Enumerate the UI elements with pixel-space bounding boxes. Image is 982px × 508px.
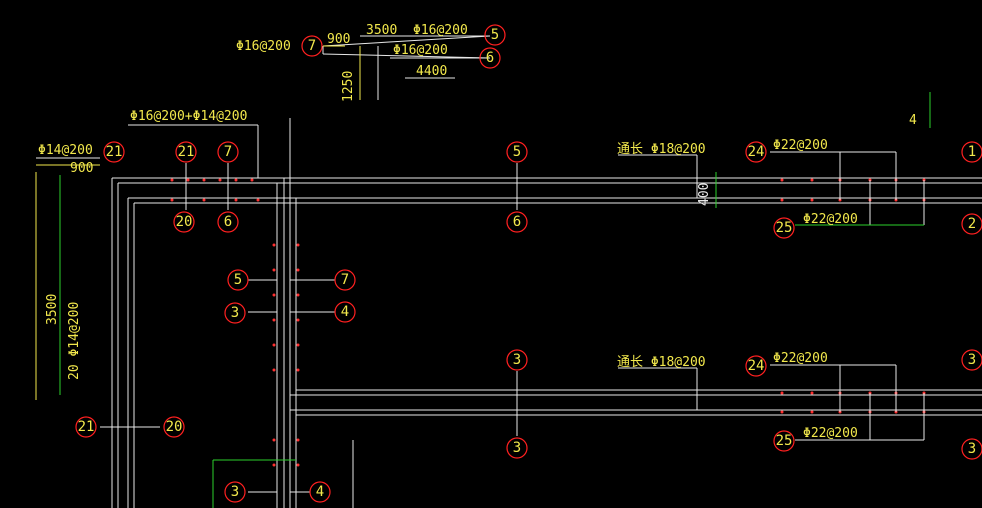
r25a-label: Φ22@200 <box>803 212 858 227</box>
bubble-6-top: 6 <box>479 47 501 69</box>
svg-text:21: 21 <box>106 144 123 160</box>
left-3500-label: 3500 <box>45 294 60 325</box>
bubble-5-mid: 5 <box>506 141 528 163</box>
bubble-5-top: 5 <box>484 24 506 46</box>
top-detail <box>322 35 491 100</box>
top-900-label: 900 <box>327 32 350 47</box>
svg-text:21: 21 <box>78 419 95 435</box>
bubble-21-c: 21 <box>75 416 97 438</box>
left-phi14-label: Φ14@200 <box>38 143 93 158</box>
svg-text:3: 3 <box>231 305 239 321</box>
bubble-7-l: 7 <box>334 269 356 291</box>
bubble-1-r: 1 <box>961 141 982 163</box>
top-phi5-label: Φ16@200 <box>413 23 468 38</box>
svg-text:20: 20 <box>176 214 193 230</box>
left-combo-label: Φ16@200+Φ14@200 <box>130 109 247 124</box>
bubble-21-b: 21 <box>175 141 197 163</box>
left-20phi-label: 20 Φ14@200 <box>67 302 82 380</box>
svg-text:24: 24 <box>748 144 765 160</box>
r24b-label: Φ22@200 <box>773 351 828 366</box>
svg-text:6: 6 <box>224 214 232 230</box>
svg-text:25: 25 <box>776 220 793 236</box>
svg-text:6: 6 <box>486 50 494 66</box>
wall-frame <box>111 118 982 508</box>
bubble-3-m2: 3 <box>506 437 528 459</box>
svg-text:7: 7 <box>341 272 349 288</box>
svg-text:1: 1 <box>968 144 976 160</box>
svg-text:20: 20 <box>166 419 183 435</box>
svg-text:4: 4 <box>316 484 324 500</box>
svg-text:3: 3 <box>513 352 521 368</box>
right-leaders <box>185 92 931 508</box>
bubble-4-bl: 4 <box>309 481 331 503</box>
svg-text:3: 3 <box>968 441 976 457</box>
svg-text:21: 21 <box>178 144 195 160</box>
bubble-7-a: 7 <box>217 141 239 163</box>
bubble-21-a: 21 <box>103 141 125 163</box>
left-detail <box>35 157 160 428</box>
bubble-6-a: 6 <box>217 211 239 233</box>
bubble-24-a: 24 <box>745 141 767 163</box>
top-4400-label: 4400 <box>416 64 447 79</box>
svg-text:6: 6 <box>513 214 521 230</box>
bubble-3-l: 3 <box>224 302 246 324</box>
bubble-3-r2: 3 <box>961 438 982 460</box>
bubble-20-a: 20 <box>173 211 195 233</box>
bubble-2-r: 2 <box>961 213 982 235</box>
left-900-label: 900 <box>70 161 93 176</box>
bubble-25-a: 25 <box>773 217 795 239</box>
tong-label-2: 通长 Φ18@200 <box>617 355 706 370</box>
r25b-label: Φ22@200 <box>803 426 858 441</box>
bubble-25-b: 25 <box>773 430 795 452</box>
num-4-label: 4 <box>909 113 917 128</box>
svg-text:25: 25 <box>776 433 793 449</box>
bubbles: 5 6 7 21 21 7 20 6 5 6 24 25 1 2 5 7 3 4… <box>75 24 982 503</box>
r24a-label: Φ22@200 <box>773 138 828 153</box>
top-1250-label: 1250 <box>341 71 356 102</box>
top-phi7-label: Φ16@200 <box>236 39 291 54</box>
svg-text:4: 4 <box>341 304 349 320</box>
bubble-24-b: 24 <box>745 355 767 377</box>
svg-text:5: 5 <box>234 272 242 288</box>
bubble-7-top: 7 <box>301 35 323 57</box>
svg-text:5: 5 <box>513 144 521 160</box>
dim-400-label: 400 <box>697 183 712 206</box>
svg-text:24: 24 <box>748 358 765 374</box>
bubble-6-mid: 6 <box>506 211 528 233</box>
bubble-5-l: 5 <box>227 269 249 291</box>
tong-label-1: 通长 Φ18@200 <box>617 142 706 157</box>
svg-text:7: 7 <box>308 38 316 54</box>
svg-text:3: 3 <box>231 484 239 500</box>
bubble-3-bl: 3 <box>224 481 246 503</box>
bubble-3-m: 3 <box>506 349 528 371</box>
svg-text:5: 5 <box>491 27 499 43</box>
bubble-4-l: 4 <box>334 301 356 323</box>
top-phi6-label: Φ16@200 <box>393 43 448 58</box>
svg-text:2: 2 <box>968 216 976 232</box>
svg-text:7: 7 <box>224 144 232 160</box>
bubble-20-c: 20 <box>163 416 185 438</box>
bubble-3-r: 3 <box>961 349 982 371</box>
top-span-label: 3500 <box>366 23 397 38</box>
svg-text:3: 3 <box>513 440 521 456</box>
svg-text:3: 3 <box>968 352 976 368</box>
